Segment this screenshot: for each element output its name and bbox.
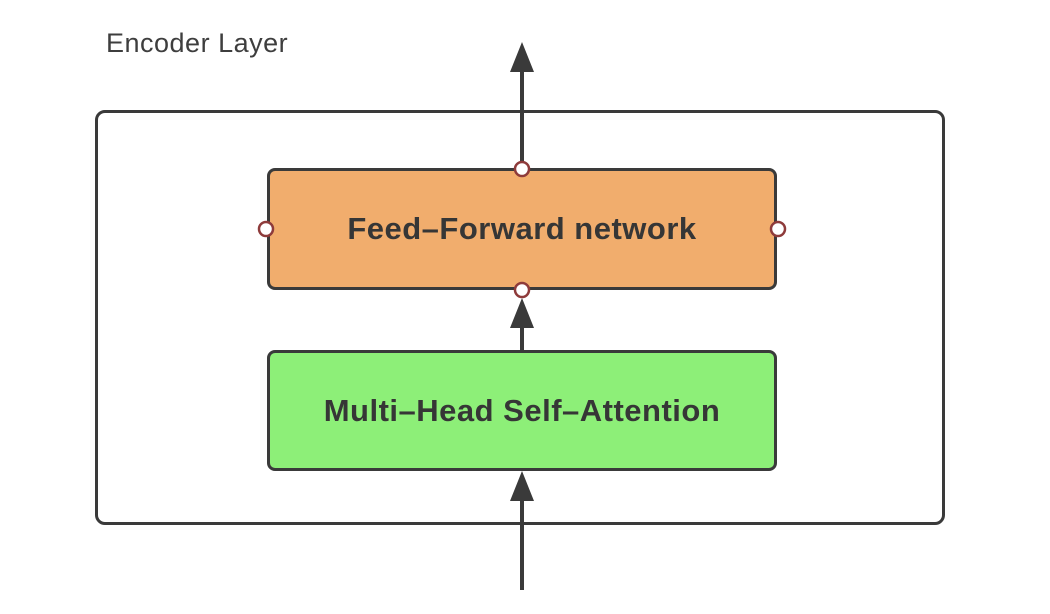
feed-forward-block[interactable]: Feed–Forward network [267,168,777,290]
multi-head-self-attention-block[interactable]: Multi–Head Self–Attention [267,350,777,471]
output-arrowhead-icon [510,42,534,72]
handle-left[interactable] [257,220,275,238]
multi-head-self-attention-label: Multi–Head Self–Attention [323,392,721,428]
handle-bottom[interactable] [513,281,531,299]
handle-top[interactable] [513,160,531,178]
diagram-title: Encoder Layer [106,28,289,58]
ffn-connection-handles [257,160,787,299]
feed-forward-label: Feed–Forward network [347,211,697,246]
handle-right[interactable] [769,220,787,238]
